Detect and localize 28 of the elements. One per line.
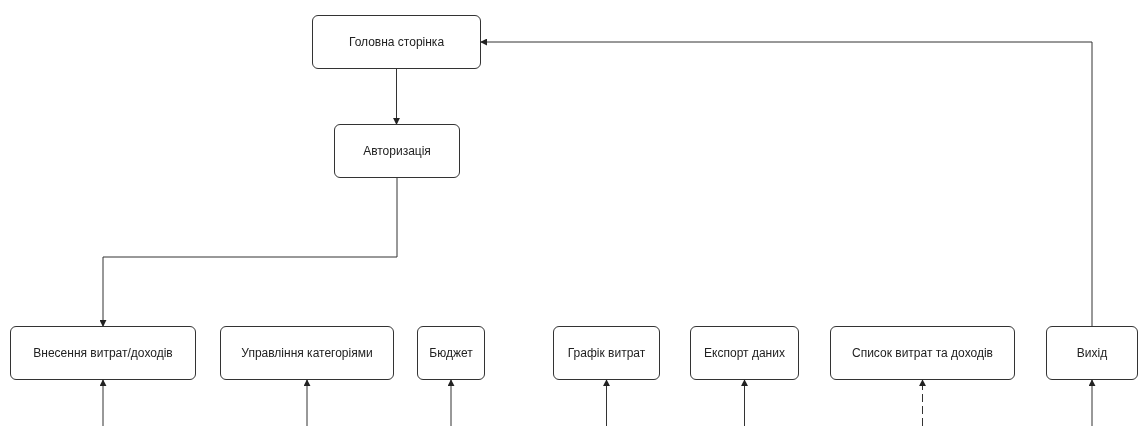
process-box <box>553 326 660 380</box>
process-box <box>417 326 485 380</box>
process-box <box>10 326 196 380</box>
box-label: Внесення витрат/доходів <box>33 346 173 360</box>
process-box <box>334 124 460 178</box>
process-box <box>312 15 481 69</box>
box-label: Графік витрат <box>567 346 646 360</box>
box-label: Управління категоріями <box>241 346 373 360</box>
arrow <box>1088 379 1096 426</box>
arrow <box>99 177 398 327</box>
box-label: Бюджет <box>429 346 473 360</box>
box-label: Список витрат та доходів <box>852 346 993 360</box>
box-label: Вихід <box>1076 346 1108 360</box>
arrow <box>99 379 107 426</box>
arrow <box>393 68 400 125</box>
process-box <box>690 326 799 380</box>
box-label: Авторизація <box>363 144 431 158</box>
arrow <box>603 379 610 426</box>
box-label: Головна сторінка <box>348 35 445 49</box>
arrow <box>303 379 311 426</box>
arrow <box>447 379 455 426</box>
arrow <box>919 379 926 426</box>
arrow <box>741 379 748 426</box>
process-box <box>830 326 1015 380</box>
arrow <box>480 38 1093 327</box>
process-box <box>220 326 394 380</box>
box-label: Експорт даних <box>704 346 785 360</box>
process-box <box>1046 326 1138 380</box>
